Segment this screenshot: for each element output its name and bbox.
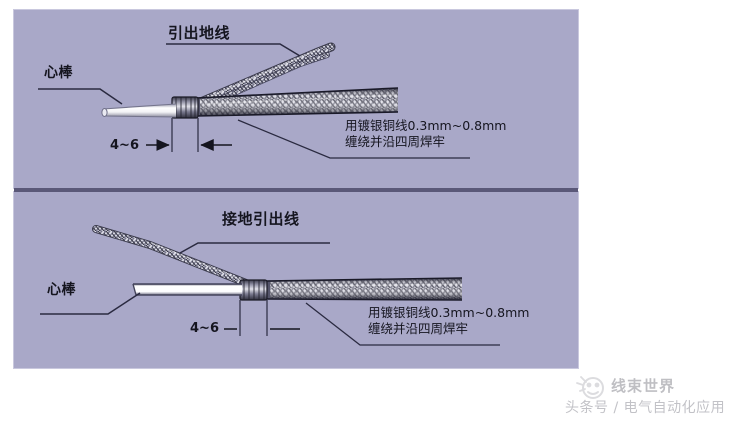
label-note-line1-bottom: 用镀银铜线0.3mm~0.8mm [368, 305, 530, 320]
label-ground-lead-wire-bottom: 接地引出线 [222, 210, 300, 228]
label-lead-out-wire-top: 引出地线 [168, 24, 231, 42]
label-dimension-bottom: 4~6 [190, 321, 219, 336]
panel-divider [14, 188, 578, 192]
diagram-panel-top [14, 10, 578, 188]
watermark-brand: 线束世界 [611, 377, 676, 395]
label-note-line2-top: 缠绕并沿四周焊牢 [345, 134, 446, 149]
label-core-rod-bottom: 心棒 [47, 282, 76, 298]
watermark-attribution: 头条号 / 电气自动化应用 [565, 400, 726, 416]
watermark: 线束世界 头条号 / 电气自动化应用 [565, 369, 745, 421]
harness-logo-icon [576, 376, 604, 399]
label-note-line1-top: 用镀银铜线0.3mm~0.8mm [345, 118, 507, 133]
label-note-line2-bottom: 缠绕并沿四周焊牢 [368, 321, 469, 336]
label-core-rod-top: 心棒 [44, 65, 73, 81]
label-dimension-top: 4~6 [110, 138, 139, 153]
